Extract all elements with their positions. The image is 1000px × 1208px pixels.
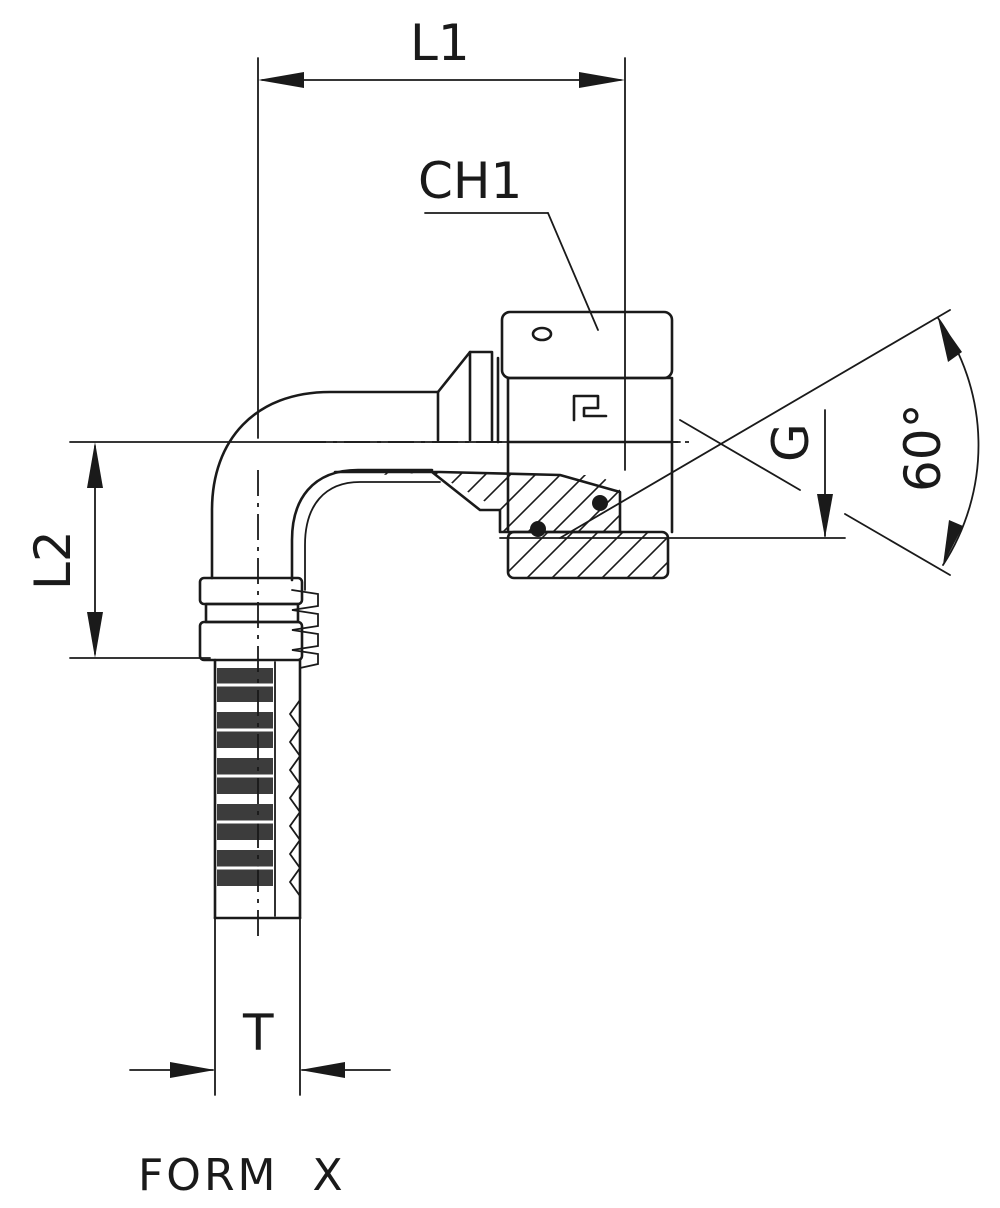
arrowhead (87, 612, 103, 658)
hose-stem (213, 589, 319, 920)
cone-angle-geometry (499, 309, 951, 576)
dimension-l2: L2 (24, 441, 681, 659)
arrowhead (170, 1062, 215, 1078)
arrowhead (938, 318, 962, 362)
swivel-nut (496, 310, 674, 580)
ch1-label: CH1 (418, 152, 522, 210)
dimension-g: G (762, 409, 833, 538)
form-caption: FORM X (138, 1150, 346, 1201)
nut-marking-p (572, 394, 608, 422)
ch1-callout: CH1 (418, 152, 599, 331)
elbow-tube (210, 350, 494, 591)
dimension-l2-label: L2 (24, 530, 82, 590)
arrowhead (579, 72, 625, 88)
dimension-angle-label: 60° (894, 403, 952, 492)
dimension-l1: L1 (257, 14, 626, 471)
section-hatching (333, 470, 668, 578)
dimension-t-label: T (242, 1004, 274, 1062)
o-ring (530, 521, 546, 537)
arrowhead (943, 520, 963, 565)
ferrule-collar (198, 576, 304, 662)
o-ring (592, 495, 608, 511)
dimension-t: T (129, 917, 391, 1096)
stem-ribs (217, 668, 273, 886)
dimension-l1-label: L1 (410, 14, 470, 72)
inner-serrations (288, 589, 319, 897)
dimension-angle-60: 60° (894, 317, 980, 566)
dimension-g-label: G (762, 423, 820, 462)
arrowhead (300, 1062, 345, 1078)
arrowhead (258, 72, 304, 88)
arrowhead (87, 442, 103, 488)
arrowhead (817, 494, 833, 538)
nut-marking-dot (531, 326, 553, 342)
